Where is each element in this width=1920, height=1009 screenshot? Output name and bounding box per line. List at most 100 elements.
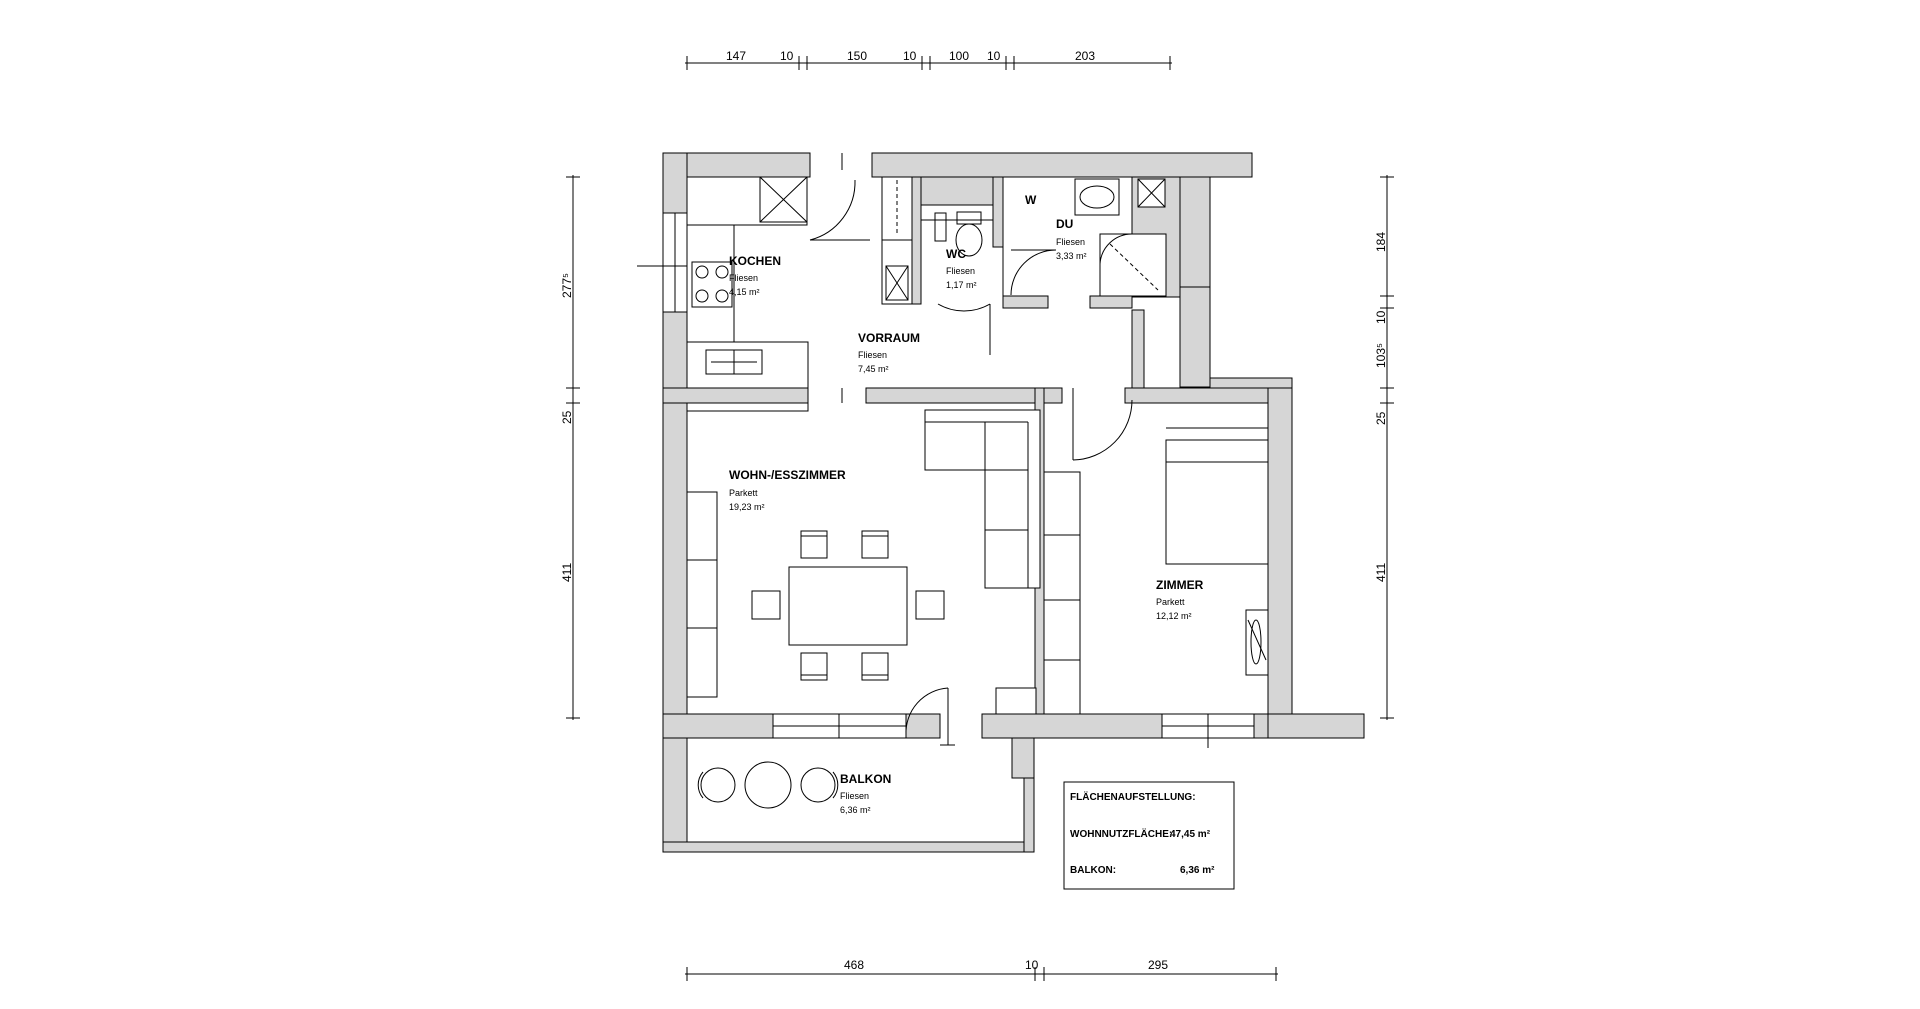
wall-bottom-right — [1253, 713, 1269, 739]
dim-top-2: 10 — [780, 49, 794, 63]
dim-right-3: 103⁵ — [1374, 343, 1388, 368]
room-area-wohn: 19,23 m² — [729, 502, 765, 512]
area-row-label: BALKON: — [1070, 865, 1116, 876]
zimmer-furniture — [1043, 427, 1269, 715]
dim-left-1: 277⁵ — [560, 273, 574, 298]
balcony-wall-left — [662, 737, 688, 853]
dim-top-6: 10 — [987, 49, 1001, 63]
dining-chair — [800, 652, 828, 681]
dim-bottom-3: 295 — [1148, 958, 1168, 972]
wall-right-foot — [1267, 713, 1365, 739]
dining-chair — [861, 530, 889, 559]
dining-chair — [800, 530, 828, 559]
room-labels: KOCHEN Fliesen 4,15 m² VORRAUM Fliesen 7… — [729, 217, 1204, 815]
dim-right-5: 411 — [1374, 563, 1388, 582]
wall-zimmer-top — [1124, 387, 1269, 404]
wardrobe-zimmer — [1043, 471, 1081, 715]
wc-sink — [934, 212, 947, 242]
dim-left-2: 25 — [560, 410, 574, 424]
room-area-vorraum: 7,45 m² — [858, 364, 889, 374]
dining-chair — [751, 590, 781, 620]
dining-chair — [915, 590, 945, 620]
doors — [809, 153, 1133, 746]
room-name-wc: WC — [946, 247, 966, 261]
room-floor-wohn: Parkett — [729, 488, 758, 498]
room-floor-vorraum: Fliesen — [858, 350, 887, 360]
cooktop-burner-1 — [695, 265, 709, 279]
dim-right-2: 10 — [1374, 310, 1388, 324]
room-name-wohn: WOHN-/ESSZIMMER — [729, 468, 846, 482]
dim-bottom-2: 10 — [1025, 958, 1039, 972]
cooktop — [691, 261, 733, 308]
area-row-label: WOHNNUTZFLÄCHE: — [1070, 827, 1172, 840]
wall-left-upper — [662, 152, 688, 214]
wall-wc-left — [911, 176, 922, 305]
balcony-chair — [800, 767, 836, 803]
room-floor-wc: Fliesen — [946, 266, 975, 276]
area-table-title: FLÄCHENAUFSTELLUNG: — [1070, 790, 1196, 803]
dim-top-3: 150 — [847, 49, 867, 63]
dining-chair — [861, 652, 889, 681]
room-area-balkon: 6,36 m² — [840, 805, 871, 815]
wall-right-step-b — [1209, 377, 1293, 389]
room-floor-kochen: Fliesen — [729, 273, 758, 283]
wall-wc-du — [992, 176, 1004, 248]
wall-kitchen-living — [662, 387, 809, 404]
room-area-wc: 1,17 m² — [946, 280, 977, 290]
room-area-du: 3,33 m² — [1056, 251, 1087, 261]
room-name-balkon: BALKON — [840, 772, 891, 786]
vorraum-fixtures — [881, 176, 913, 305]
washer-label: W — [1025, 193, 1037, 207]
wall-bottom-left — [662, 713, 774, 739]
dimension-top: 147 10 150 10 100 10 203 — [685, 49, 1172, 70]
wall-bottom-mid — [905, 713, 941, 739]
living-furniture — [686, 409, 1041, 715]
room-name-zimmer: ZIMMER — [1156, 578, 1204, 592]
wall-right-upper — [1179, 176, 1211, 288]
dim-top-4: 10 — [903, 49, 917, 63]
room-name-du: DU — [1056, 217, 1073, 231]
wall-du-bottom-right — [1089, 295, 1133, 309]
balcony-furniture — [697, 761, 839, 809]
room-name-kochen: KOCHEN — [729, 254, 781, 268]
wall-vorraum-zimmer — [1131, 309, 1145, 389]
dim-left-3: 411 — [560, 563, 574, 582]
wall-right-step — [1179, 286, 1211, 388]
kitchen-fixtures — [686, 176, 809, 412]
cooktop-burner-3 — [695, 289, 709, 303]
wall-top-right — [871, 152, 1253, 178]
area-summary-table: FLÄCHENAUFSTELLUNG: WOHNNUTZFLÄCHE: 47,4… — [1063, 781, 1235, 890]
balcony-table — [744, 761, 792, 809]
room-floor-zimmer: Parkett — [1156, 597, 1185, 607]
kitchen-bottom-counter — [686, 341, 809, 389]
corner-sofa — [924, 409, 1041, 589]
entrance-door-swing — [809, 179, 856, 241]
balcony-wall-bottom — [662, 841, 1035, 853]
wc-cistern — [956, 211, 982, 225]
bathroom-fixtures: W — [921, 178, 1167, 297]
room-floor-du: Fliesen — [1056, 237, 1085, 247]
dimension-right: 184 10 103⁵ 25 411 — [1374, 175, 1394, 720]
balcony-door-swing — [905, 687, 949, 736]
room-name-vorraum: VORRAUM — [858, 331, 920, 345]
area-row-value: 47,45 m² — [1170, 829, 1211, 840]
balcony-pillar — [1011, 737, 1035, 779]
dining-table — [788, 566, 908, 646]
sideboard — [686, 491, 718, 698]
wall-vorraum-living — [865, 387, 1063, 404]
wall-du-bottom-left — [1002, 295, 1049, 309]
dim-top-7: 203 — [1075, 49, 1095, 63]
tv-unit — [995, 687, 1037, 715]
cooktop-burner-4 — [715, 289, 729, 303]
balcony-chair — [700, 767, 736, 803]
dim-right-1: 184 — [1374, 232, 1388, 252]
cooktop-burner-2 — [715, 265, 729, 279]
dim-bottom-1: 468 — [844, 958, 864, 972]
dimension-bottom: 468 10 295 — [685, 958, 1278, 981]
wall-wc-top — [920, 176, 994, 206]
dim-top-5: 100 — [949, 49, 969, 63]
desk — [1245, 609, 1269, 676]
room-floor-balkon: Fliesen — [840, 791, 869, 801]
area-row-value: 6,36 m² — [1180, 865, 1215, 876]
